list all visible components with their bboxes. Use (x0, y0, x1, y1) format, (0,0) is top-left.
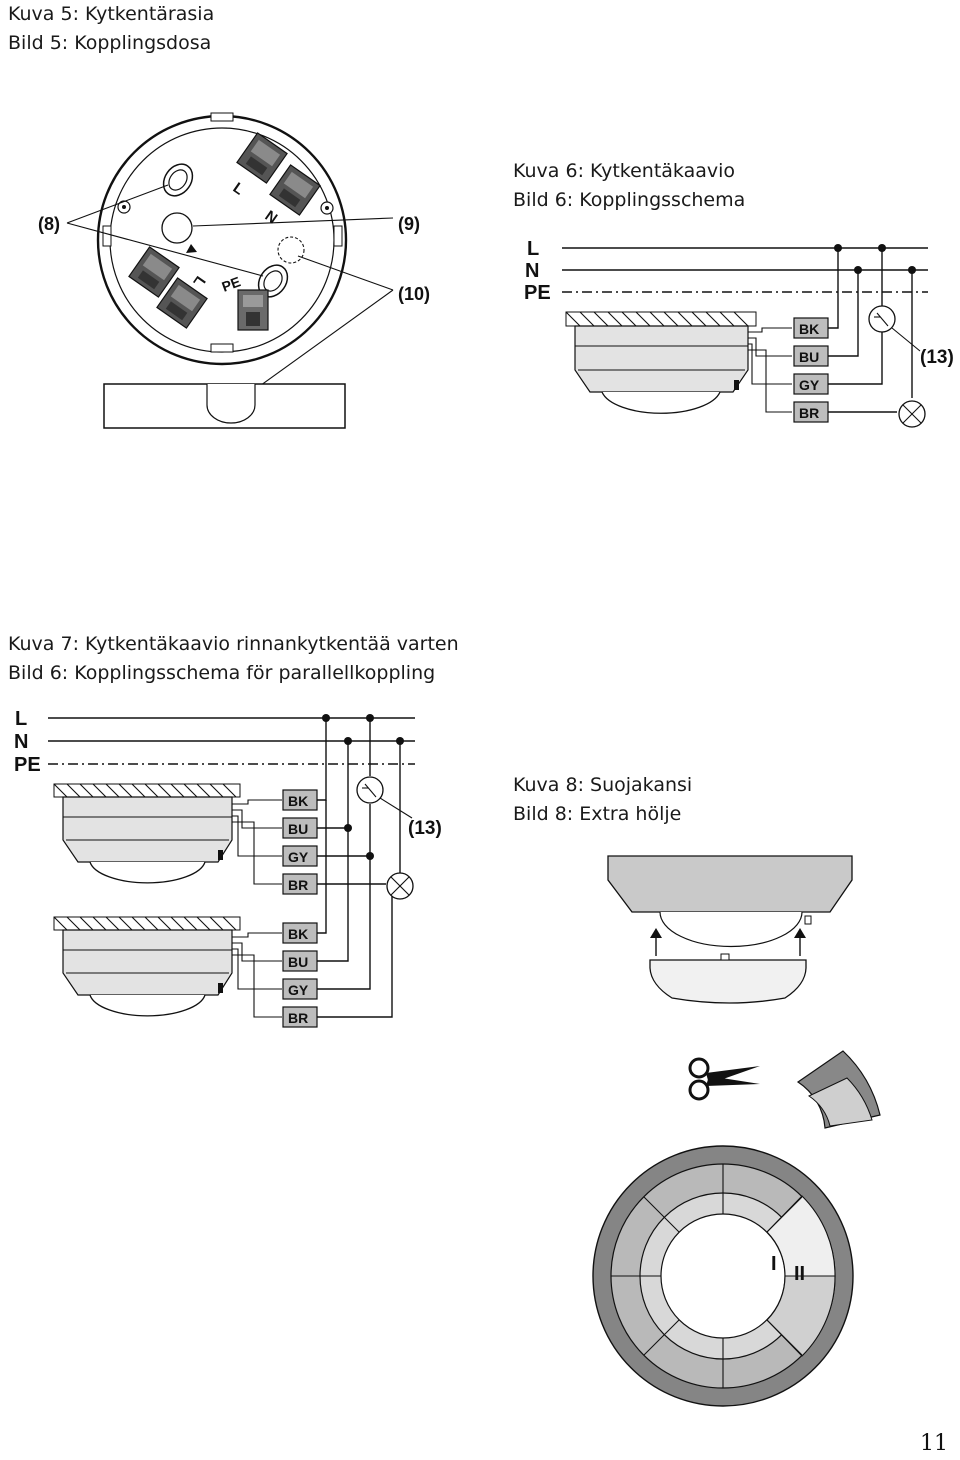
fig8-caption-fi: Kuva 8: Suojakansi (513, 774, 693, 796)
b-wire-label-BU: BU (288, 954, 308, 970)
cover-ring (592, 1145, 854, 1407)
fig5-caption-sv: Bild 5: Kopplingsdosa (8, 32, 212, 54)
b-wire-label-GY: GY (288, 982, 309, 998)
wire-label-GY: GY (799, 377, 820, 393)
fig7-caption-sv: Bild 6: Kopplingsschema för parallellkop… (8, 662, 436, 684)
terminal-N (269, 164, 321, 216)
callout-13: (13) (920, 347, 954, 368)
b-wire-label-BK: BK (288, 926, 308, 942)
protective-cover (649, 953, 807, 1004)
p-lamp-symbol (386, 872, 414, 900)
b-wire-label-BR: BR (288, 1010, 308, 1026)
line-label-N: N (525, 260, 539, 282)
switch-symbol (868, 305, 896, 333)
marker-I: I (771, 1253, 777, 1275)
cut-segment (796, 1050, 881, 1129)
fig5-caption-fi: Kuva 5: Kytkentärasia (8, 3, 215, 25)
p-line-label-N: N (14, 731, 28, 753)
fig8-caption-sv: Bild 8: Extra hölje (513, 803, 682, 825)
wire-label-BU: BU (799, 349, 819, 365)
lamp-symbol (898, 400, 926, 428)
motion-detector-a (53, 783, 241, 884)
mounting-hole-9 (161, 212, 193, 244)
p-switch-symbol (356, 776, 384, 804)
line-label-PE: PE (524, 282, 551, 304)
callout-10: (10) (398, 284, 430, 304)
callout-8: (8) (38, 214, 60, 234)
line-label-L: L (527, 238, 539, 260)
terminal-label-PE: PE (220, 273, 243, 294)
fig6-caption-sv: Bild 6: Kopplingsschema (513, 189, 746, 211)
fig7-caption-fi: Kuva 7: Kytkentäkaavio rinnankytkentää v… (8, 633, 459, 655)
terminal-L-upper (236, 132, 288, 184)
cable-entry-upper (162, 163, 194, 197)
wiring-diagram: L N PE BK BU GY BR (524, 238, 954, 428)
terminal-PE (237, 289, 269, 331)
a-wire-label-BR: BR (288, 877, 308, 893)
p-line-label-PE: PE (14, 754, 41, 776)
scissors-icon (688, 1057, 760, 1101)
parallel-wiring-diagram: L N PE BK BU GY BR BK BU GY BR (14, 708, 442, 1028)
marker-II: II (794, 1263, 805, 1285)
p-callout-13: (13) (408, 818, 442, 839)
mounting-hole-10 (277, 236, 305, 264)
cover-figure (607, 855, 853, 1004)
motion-detector (565, 311, 757, 414)
a-wire-label-BK: BK (288, 793, 308, 809)
a-wire-label-BU: BU (288, 821, 308, 837)
terminal-L-lower (128, 246, 180, 298)
wire-label-BK: BK (799, 321, 819, 337)
junction-box-figure: L N L PE (8) (9) (10) (38, 112, 430, 429)
callout-9: (9) (398, 214, 420, 234)
cover-cutting-figure: I II (592, 1050, 881, 1407)
p-line-label-L: L (15, 708, 27, 730)
junction-box-inner (109, 127, 335, 353)
a-wire-label-GY: GY (288, 849, 309, 865)
motion-detector-b (53, 916, 241, 1017)
page-number: 11 (920, 1431, 948, 1456)
wire-label-BR: BR (799, 405, 819, 421)
terminal-second (156, 277, 208, 329)
fig6-caption-fi: Kuva 6: Kytkentäkaavio (513, 160, 736, 182)
